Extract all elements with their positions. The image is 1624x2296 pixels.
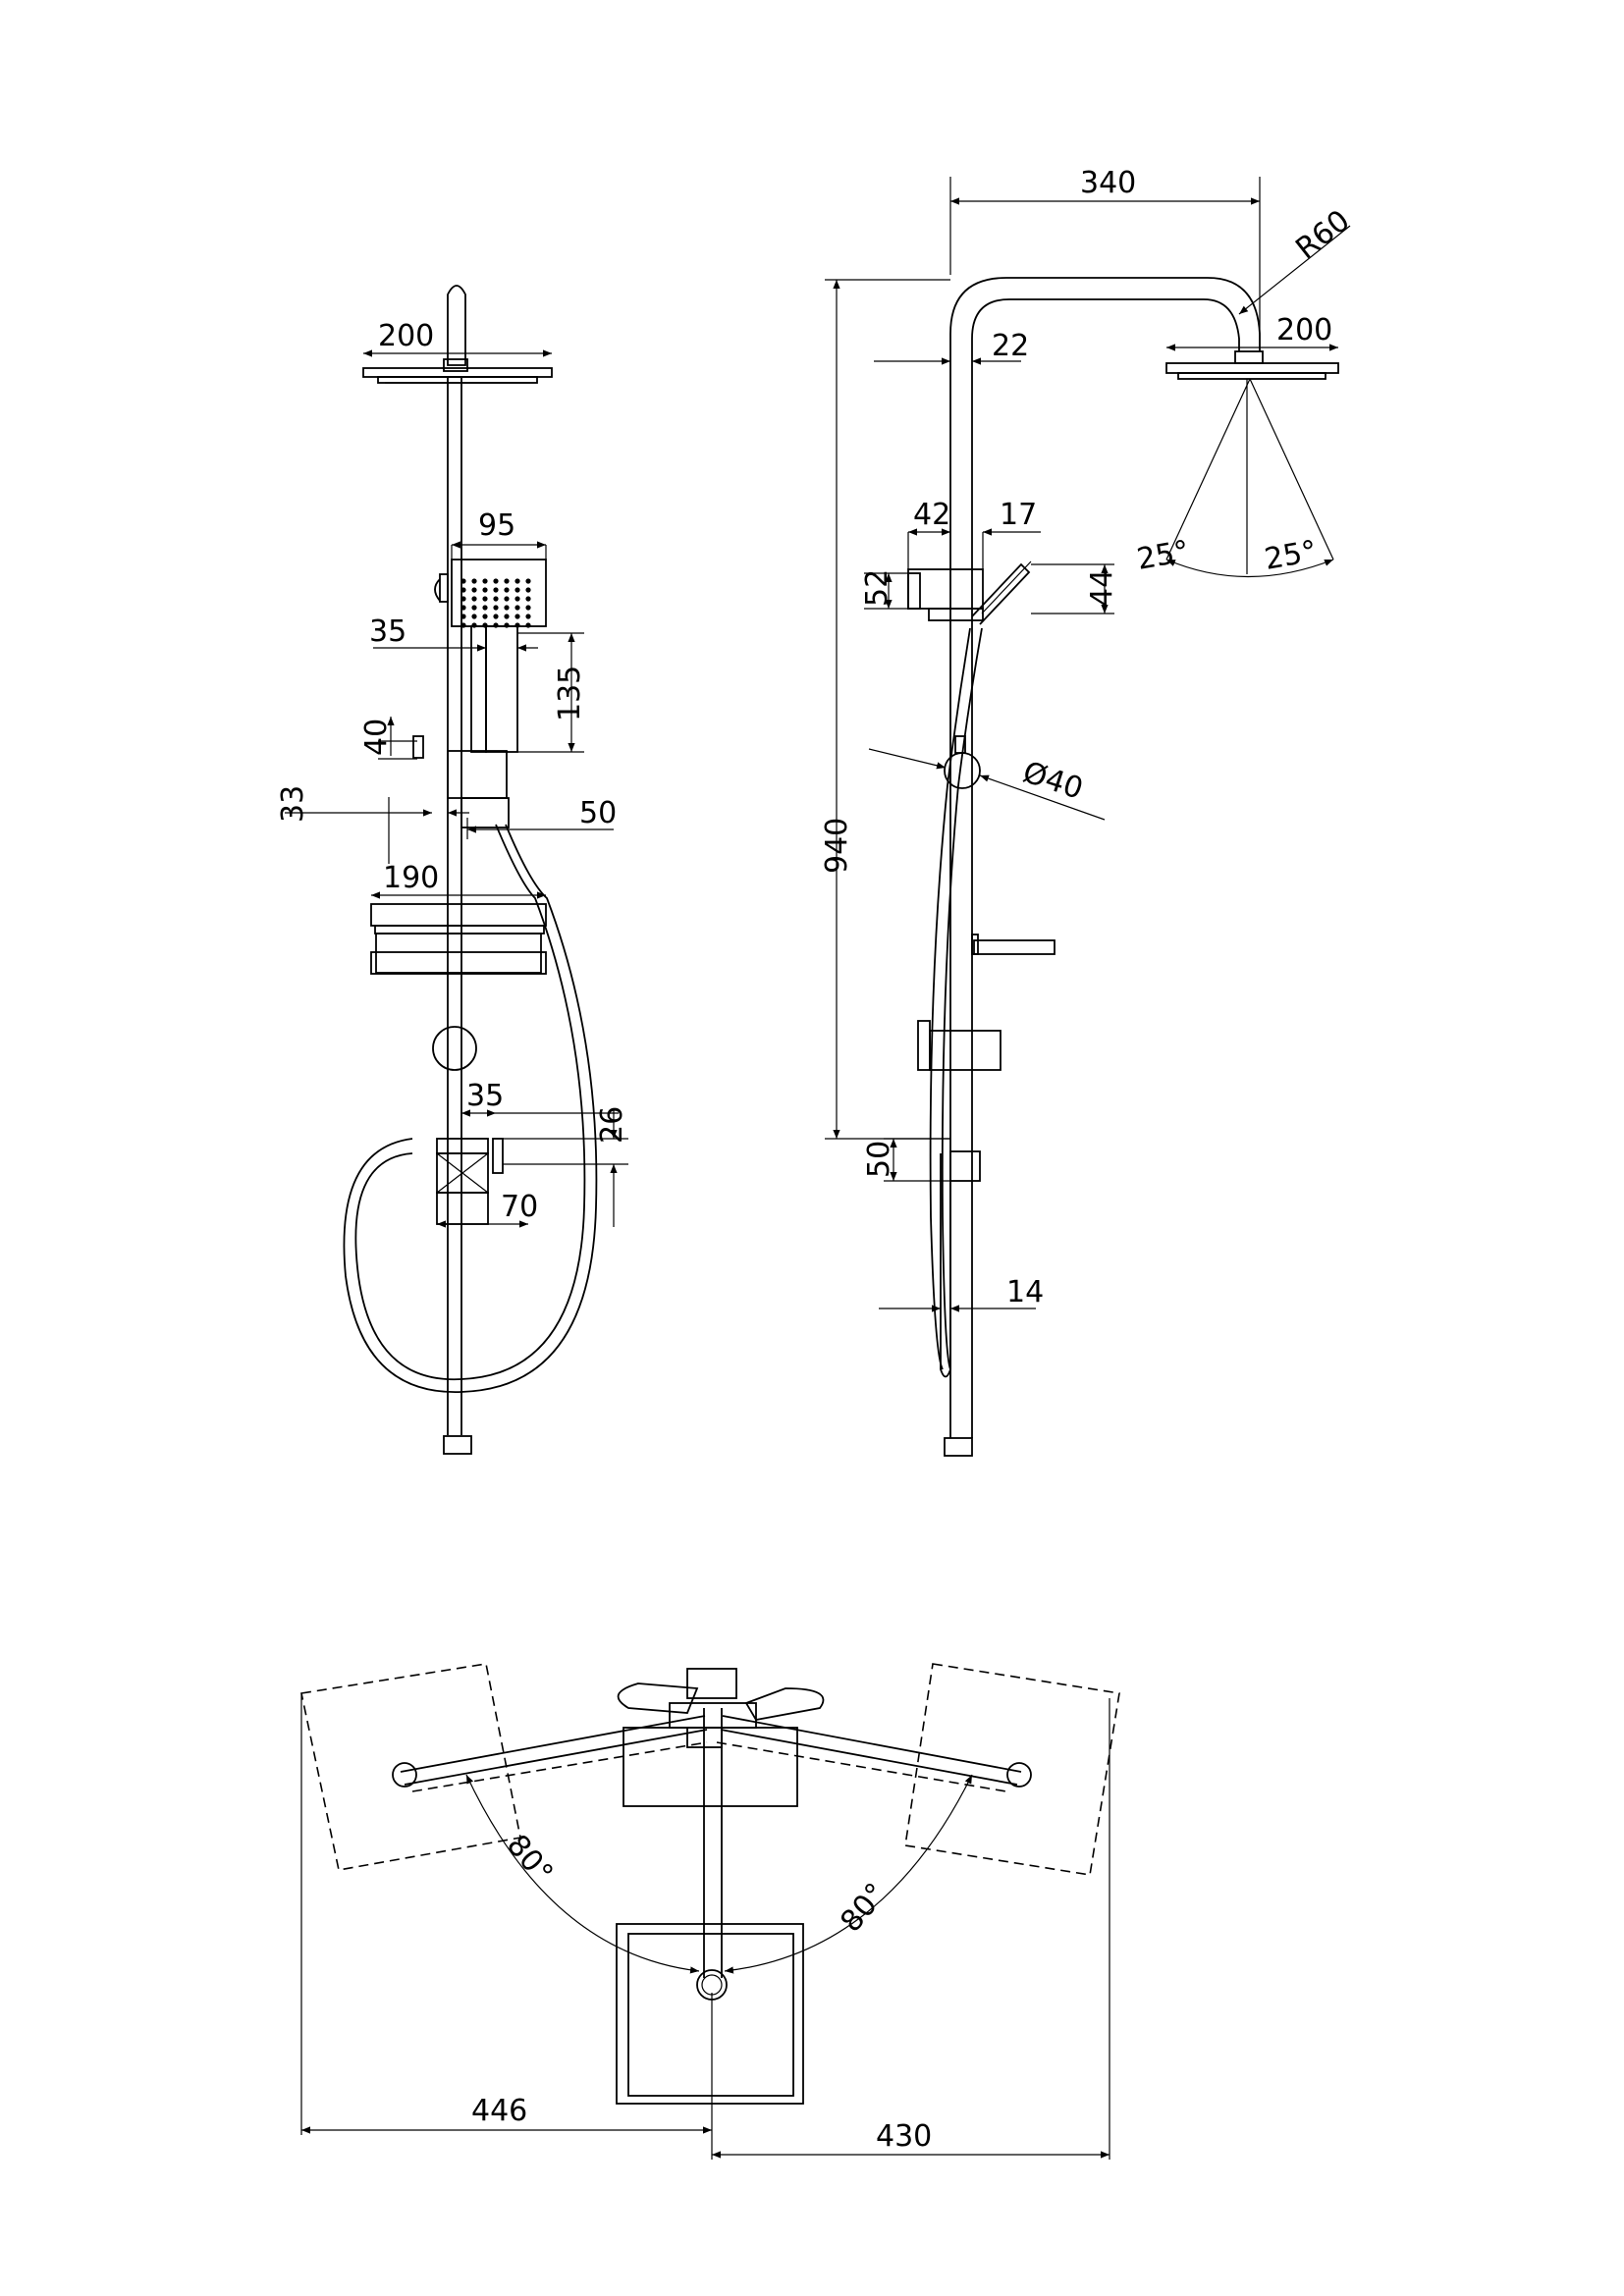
dim-pipe-22: 22 [992,329,1029,363]
nozzle-dot [493,596,499,602]
nozzle-dot [504,596,510,602]
front-shower-head [362,367,553,384]
nozzle-dot [504,614,510,619]
dim-head-width: 200 [378,319,434,353]
nozzle-dot [460,587,466,593]
nozzle-dot [525,596,531,602]
nozzle-dot [482,578,488,584]
nozzle-dot [460,622,466,628]
dim-side-50: 50 [862,1141,896,1178]
dim-arm-reach: 340 [1080,166,1136,200]
dim-35-top: 35 [369,614,406,649]
nozzle-dot [460,614,466,619]
dim-angle-right: 25° [1262,534,1319,577]
nozzle-dot [514,605,520,611]
nozzle-dot [482,605,488,611]
side-view: 340 R60 200 22 42 17 52 44 25° 25° 940 Ø… [820,166,1356,1457]
dim-height: 940 [820,818,854,874]
plan-right-reach: 430 [876,2119,932,2154]
nozzle-dot [460,596,466,602]
front-shelf [370,903,547,975]
nozzle-dot [504,578,510,584]
dim-shelf-width: 190 [383,861,439,895]
nozzle-dot [493,605,499,611]
plan-left-reach: 446 [471,2094,527,2128]
nozzle-dot [504,605,510,611]
dim-bend-radius: R60 [1289,203,1356,266]
nozzle-dot [514,614,520,619]
plan-head-left-position [300,1663,521,1871]
front-view: 200 95 35 135 40 33 50 190 35 26 [276,285,629,1455]
dim-40: 40 [359,719,394,756]
dim-handshower-width: 95 [478,508,515,543]
front-hand-shower [434,559,547,753]
dim-70: 70 [501,1190,538,1224]
dim-side-head-width: 200 [1276,313,1332,347]
dim-52: 52 [860,569,894,607]
dim-135: 135 [553,666,587,721]
nozzle-dot [482,587,488,593]
nozzle-dot [525,587,531,593]
nozzle-dot [493,578,499,584]
nozzle-dot [525,622,531,628]
nozzle-dot [471,614,477,619]
dim-17: 17 [1000,498,1037,532]
nozzle-dot [471,596,477,602]
dim-35-mixer: 35 [466,1079,504,1113]
nozzle-dot [525,578,531,584]
nozzle-dot [493,587,499,593]
nozzle-dot [460,605,466,611]
nozzle-dot [525,614,531,619]
nozzle-dot [514,596,520,602]
nozzle-dot [514,578,520,584]
nozzle-dot [525,605,531,611]
nozzle-dot [482,596,488,602]
dim-50: 50 [579,796,617,830]
plan-head-outer [616,1923,804,2105]
dim-33: 33 [276,785,310,823]
dim-42: 42 [913,498,950,532]
nozzle-dot [471,587,477,593]
dim-14: 14 [1006,1275,1044,1309]
dim-angle-left: 25° [1134,534,1191,577]
front-diverter-knob [432,1026,477,1071]
nozzle-dot [460,578,466,584]
nozzle-dot [493,614,499,619]
dim-diameter: Ø40 [1019,755,1088,806]
nozzle-dot [482,614,488,619]
front-mixer [436,1138,504,1225]
plan-angle-left: 80° [500,1829,560,1891]
side-shower-head [1165,350,1339,578]
dim-44: 44 [1085,569,1119,607]
nozzle-dot [514,587,520,593]
nozzle-dot [471,605,477,611]
dim-26: 26 [595,1106,629,1144]
nozzle-dot [471,578,477,584]
plan-view: 80° 80° 446 430 [300,1663,1120,2160]
nozzle-dot [504,587,510,593]
